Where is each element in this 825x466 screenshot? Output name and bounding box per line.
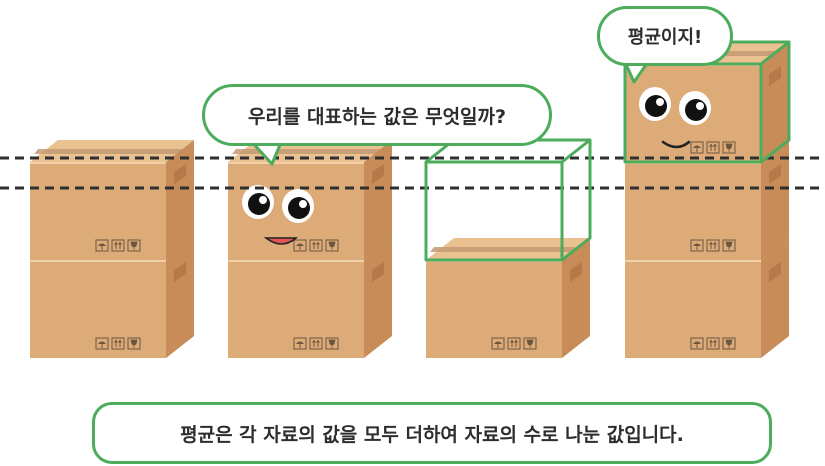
umbrella-icon (690, 239, 704, 252)
box-side-face (166, 238, 194, 358)
right-eye (282, 189, 314, 223)
box-tape (430, 247, 582, 252)
umbrella-icon (690, 337, 704, 350)
box-front-face (30, 260, 166, 358)
answer-text: 평균이지! (627, 27, 703, 48)
this-way-up-icon (111, 337, 125, 350)
this-way-up-icon (111, 239, 125, 252)
question-speech-bubble: 우리를 대표하는 값은 무엇일까? (202, 84, 552, 146)
fragile-glass-icon (127, 337, 141, 350)
this-way-up-icon (309, 337, 323, 350)
umbrella-icon (293, 239, 307, 252)
box-side-face (166, 140, 194, 260)
box-side-face (761, 238, 789, 358)
box-face (639, 87, 711, 125)
mouth (661, 140, 691, 149)
umbrella-icon (95, 239, 109, 252)
this-way-up-icon (706, 141, 720, 154)
box-front-face (625, 162, 761, 260)
fragile-glass-icon (722, 337, 736, 350)
fragile-glass-icon (325, 239, 339, 252)
mouth (263, 237, 299, 245)
box-front-face (228, 260, 364, 358)
umbrella-icon (293, 337, 307, 350)
left-eye (639, 87, 671, 121)
this-way-up-icon (706, 337, 720, 350)
fragile-glass-icon (127, 239, 141, 252)
fragile-glass-icon (523, 337, 537, 350)
box-side-face (364, 238, 392, 358)
box-tape (232, 149, 384, 154)
summary-text: 평균은 각 자료의 값을 모두 더하여 자료의 수로 나눈 값입니다. (180, 423, 684, 446)
box-tape (34, 149, 186, 154)
box-side-face (761, 140, 789, 260)
summary-box: 평균은 각 자료의 값을 모두 더하여 자료의 수로 나눈 값입니다. (92, 402, 772, 464)
question-text: 우리를 대표하는 값은 무엇일까? (247, 105, 507, 128)
answer-speech-bubble: 평균이지! (597, 6, 733, 66)
box-face (242, 185, 314, 223)
umbrella-icon (491, 337, 505, 350)
umbrella-icon (95, 337, 109, 350)
fragile-glass-icon (722, 239, 736, 252)
box-side-face (562, 238, 590, 358)
cardboard-box (30, 140, 194, 260)
fragile-glass-icon (722, 141, 736, 154)
box-side-face (761, 42, 789, 162)
box-side-face (364, 140, 392, 260)
this-way-up-icon (706, 239, 720, 252)
umbrella-icon (690, 141, 704, 154)
right-eye (679, 91, 711, 125)
left-eye (242, 185, 274, 219)
box-front-face (30, 162, 166, 260)
fragile-glass-icon (325, 337, 339, 350)
this-way-up-icon (507, 337, 521, 350)
box-front-face (426, 260, 562, 358)
box-front-face (625, 260, 761, 358)
this-way-up-icon (309, 239, 323, 252)
